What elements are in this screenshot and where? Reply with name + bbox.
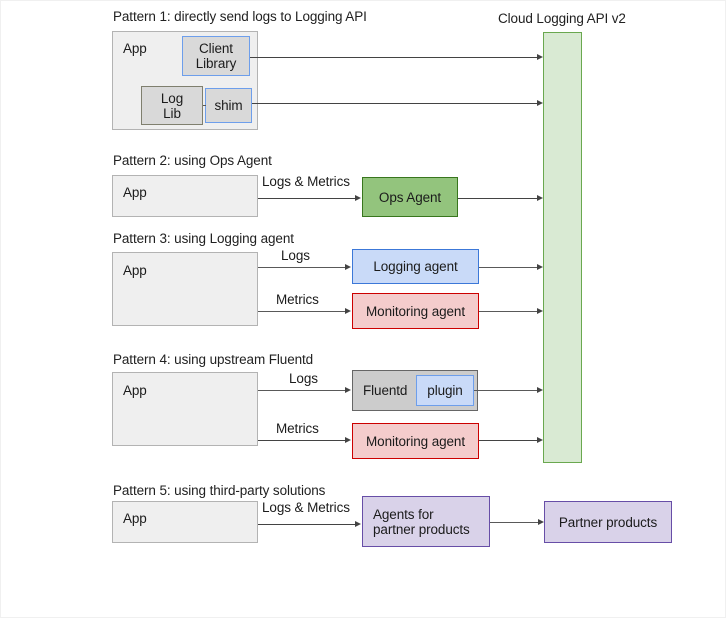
client-library-label: Client Library <box>195 41 237 71</box>
partner-products-box: Partner products <box>544 501 672 543</box>
connector-partner-agents-to-partner-products <box>490 522 541 523</box>
connector-loglib-shim <box>203 105 206 106</box>
pattern-5-app-label: App <box>123 511 147 526</box>
connector-app2-to-ops-agent <box>258 198 356 199</box>
pattern-3-edge-label-metrics: Metrics <box>276 292 319 307</box>
arrowhead-app2-to-ops-agent <box>355 194 361 201</box>
connector-shim-to-api <box>252 103 541 104</box>
client-library-box: Client Library <box>182 36 250 76</box>
fluentd-label: Fluentd <box>363 383 408 398</box>
monitoring-agent-label-pattern-4: Monitoring agent <box>366 433 465 449</box>
pattern-4-app-label: App <box>123 383 147 398</box>
connector-app4-to-fluentd <box>258 390 346 391</box>
cloud-logging-api-bar <box>543 32 582 463</box>
arrowhead-app4-to-fluentd <box>345 386 351 393</box>
pattern-3-edge-label-logs: Logs <box>281 248 310 263</box>
connector-app5-to-partner-agents <box>258 524 356 525</box>
arrowhead-app3-to-logging-agent <box>345 263 351 270</box>
connector-fluentd-to-api <box>474 390 541 391</box>
pattern-5-app-box: App <box>112 501 258 543</box>
shim-box: shim <box>205 88 252 123</box>
canvas-border-top <box>0 0 726 1</box>
logging-agent-label: Logging agent <box>373 259 458 274</box>
pattern-4-edge-label-logs: Logs <box>289 371 318 386</box>
connector-client-library-to-api <box>250 57 541 58</box>
connector-ops-agent-to-api <box>458 198 541 199</box>
pattern-1-title: Pattern 1: directly send logs to Logging… <box>113 9 367 24</box>
arrowhead-app3-to-monitoring-agent <box>345 307 351 314</box>
pattern-2-edge-label-logs-metrics: Logs & Metrics <box>262 174 350 189</box>
pattern-5-title: Pattern 5: using third-party solutions <box>113 483 326 498</box>
arrowhead-logging-agent-to-api <box>537 263 543 270</box>
arrowhead-ops-agent-to-api <box>537 194 543 201</box>
pattern-3-app-label: App <box>123 263 147 278</box>
monitoring-agent-box-pattern-3: Monitoring agent <box>352 293 479 329</box>
canvas-border-left <box>0 0 1 618</box>
log-lib-box: Log Lib <box>141 86 203 125</box>
monitoring-agent-label-pattern-3: Monitoring agent <box>366 303 465 319</box>
arrowhead-monitoring-agent3-to-api <box>537 307 543 314</box>
logging-agent-box: Logging agent <box>352 249 479 284</box>
shim-label: shim <box>214 98 243 113</box>
ops-agent-label: Ops Agent <box>378 189 442 205</box>
ops-agent-box: Ops Agent <box>362 177 458 217</box>
connector-app3-to-monitoring-agent <box>258 311 346 312</box>
arrowhead-partner-agents-to-partner-products <box>538 518 544 525</box>
pattern-2-app-box: App <box>112 175 258 217</box>
arrowhead-shim-to-api <box>537 99 543 106</box>
connector-monitoring-agent3-to-api <box>479 311 541 312</box>
plugin-label: plugin <box>427 383 463 398</box>
arrowhead-fluentd-to-api <box>537 386 543 393</box>
pattern-1-app-label: App <box>123 41 147 56</box>
pattern-3-title: Pattern 3: using Logging agent <box>113 231 294 246</box>
arrowhead-client-library-to-api <box>537 53 543 60</box>
monitoring-agent-box-pattern-4: Monitoring agent <box>352 423 479 459</box>
agents-for-partner-products-label: Agents for partner products <box>373 506 470 537</box>
pattern-4-title: Pattern 4: using upstream Fluentd <box>113 352 314 367</box>
cloud-logging-api-title: Cloud Logging API v2 <box>498 11 626 26</box>
pattern-2-app-label: App <box>123 185 147 200</box>
connector-logging-agent-to-api <box>479 267 541 268</box>
log-lib-label: Log Lib <box>160 90 184 121</box>
agents-for-partner-products-box: Agents for partner products <box>362 496 490 547</box>
arrowhead-monitoring-agent4-to-api <box>537 436 543 443</box>
pattern-4-app-box: App <box>112 372 258 446</box>
plugin-box: plugin <box>416 375 474 406</box>
partner-products-label: Partner products <box>558 514 658 530</box>
arrowhead-app4-to-monitoring-agent <box>345 436 351 443</box>
connector-app3-to-logging-agent <box>258 267 346 268</box>
pattern-2-title: Pattern 2: using Ops Agent <box>113 153 272 168</box>
arrowhead-app5-to-partner-agents <box>355 520 361 527</box>
connector-app4-to-monitoring-agent <box>258 440 346 441</box>
pattern-3-app-box: App <box>112 252 258 326</box>
pattern-5-edge-label-logs-metrics: Logs & Metrics <box>262 500 350 515</box>
connector-monitoring-agent4-to-api <box>479 440 541 441</box>
pattern-4-edge-label-metrics: Metrics <box>276 421 319 436</box>
